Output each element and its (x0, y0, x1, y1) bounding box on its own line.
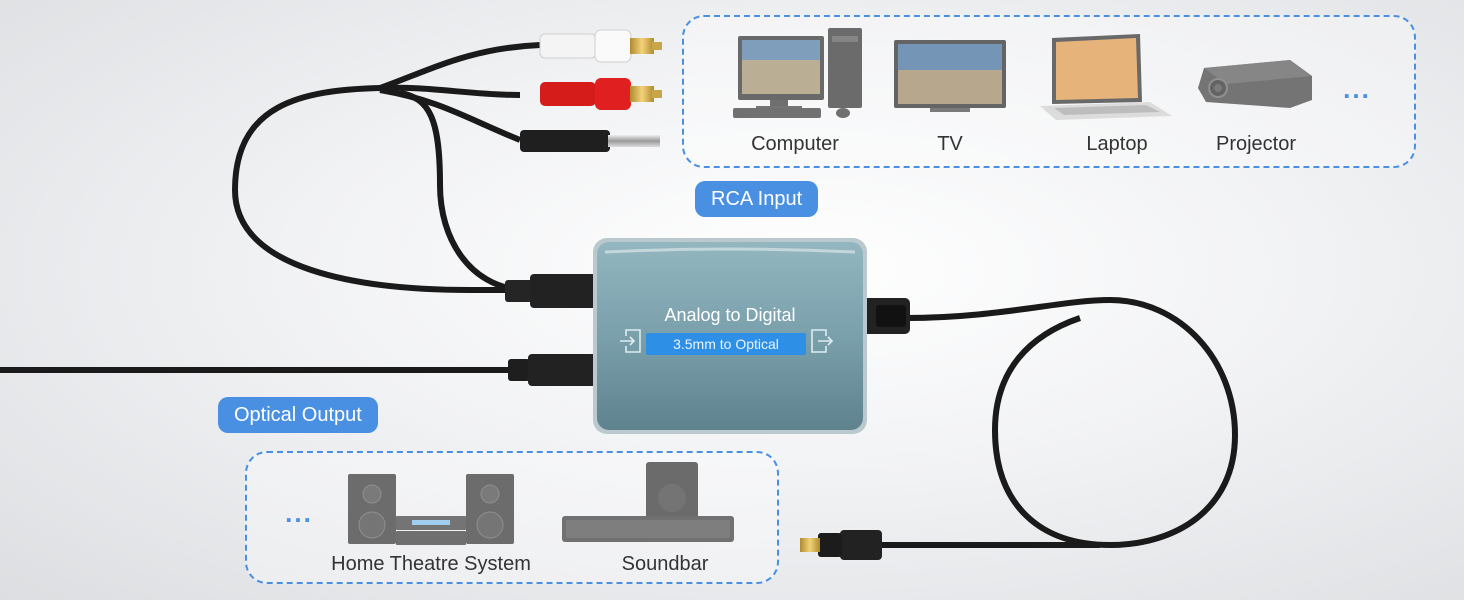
white-rca-plug (539, 29, 662, 63)
aux-plug (520, 130, 660, 152)
input-arrow-icon (620, 329, 641, 353)
output-devices-panel (245, 451, 779, 584)
converter-subtitle: 3.5mm to Optical (646, 333, 806, 355)
laptop-icon (1040, 34, 1172, 120)
home-theatre-icon (348, 474, 514, 545)
left-jack-plug (508, 354, 598, 386)
projector-icon (1198, 60, 1312, 108)
input-devices-panel (682, 15, 1416, 168)
output-arrow-icon (811, 329, 834, 353)
soundbar-icon (562, 462, 734, 542)
device-label-projector: Projector (1215, 133, 1297, 155)
red-rca-plug (540, 78, 662, 110)
optical-plug-bottom (800, 530, 882, 560)
device-label-home-theatre: Home Theatre System (331, 553, 531, 575)
converter-title: Analog to Digital (664, 305, 796, 325)
tv-icon (894, 40, 1006, 112)
device-label-soundbar: Soundbar (621, 553, 709, 575)
computer-icon (733, 28, 862, 118)
optical-plug-top (862, 298, 910, 334)
rca-input-badge: RCA Input (695, 181, 819, 217)
device-label-laptop: Laptop (1086, 133, 1148, 155)
jack-strain-relief (505, 274, 596, 308)
more-input-devices-ellipsis: ... (1343, 74, 1371, 104)
more-output-devices-ellipsis: ... (285, 498, 313, 528)
device-label-tv: TV (937, 133, 963, 155)
optical-output-badge: Optical Output (218, 397, 378, 433)
device-label-computer: Computer (751, 133, 839, 155)
